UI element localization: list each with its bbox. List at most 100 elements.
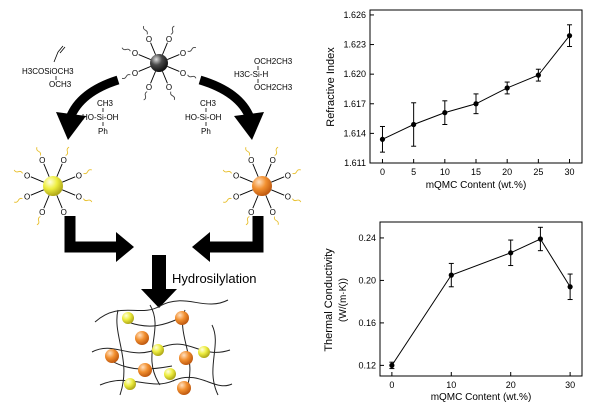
chart2-xlabel: mQMC Content (wt.%)	[431, 392, 532, 403]
network-node	[135, 331, 149, 345]
bond-line	[62, 176, 76, 183]
wavy-chain	[36, 147, 42, 156]
bond-line	[30, 176, 44, 183]
wavy-chain	[143, 91, 148, 101]
chart1-ylabel: Refractive Index	[325, 47, 337, 127]
bond-line	[265, 195, 272, 209]
oxygen-label: O	[76, 171, 82, 180]
oxygen-label: O	[180, 69, 186, 78]
bond-line	[167, 54, 180, 60]
network-node	[138, 363, 152, 377]
elbow-arrow-right	[208, 216, 264, 253]
network-node	[177, 381, 191, 395]
chart1-plot-frame	[369, 9, 583, 164]
wavy-chain	[223, 197, 232, 203]
wavy-chain	[36, 216, 41, 226]
chart2-ytick-label: 0.16	[358, 318, 376, 328]
vinyl-silane-reagent: H3COSiOCH3 OCH3	[22, 45, 74, 89]
chart2-ylabel-unit: (W/(m·K))	[338, 278, 349, 322]
core-sphere	[150, 54, 168, 72]
hydride-silane-reagent: OCH2CH3 H3C-Si-H OCH2CH3	[234, 57, 293, 92]
chart1-xtick-label: 10	[440, 167, 450, 177]
chart2-data-point	[389, 362, 395, 368]
bond-line	[43, 163, 50, 177]
bond-line	[30, 189, 44, 196]
bond-line	[252, 195, 259, 209]
oxygen-label: O	[39, 208, 45, 217]
oxygen-label: O	[166, 83, 172, 92]
wavy-chain	[292, 169, 301, 175]
down-arrow-head	[141, 289, 177, 308]
bond-line	[162, 42, 168, 55]
reagent-tl-line1: H3COSiOCH3	[22, 67, 74, 76]
chart1-xtick-label: 5	[411, 167, 416, 177]
oxygen-label: O	[76, 193, 82, 202]
curved-arrow-right	[198, 75, 255, 120]
bond-line	[43, 195, 50, 209]
chart2-xtick-label: 0	[389, 380, 394, 390]
reaction-label: Hydrosilylation	[172, 271, 257, 286]
oxygen-label: O	[61, 208, 67, 217]
chart2-xtick-label: 10	[446, 380, 456, 390]
oxygen-label: O	[180, 49, 186, 58]
network-node	[122, 312, 134, 324]
chart1-series-line	[382, 35, 570, 140]
bond-line	[271, 189, 285, 196]
silanol-right-mid: HO-Si-OH	[185, 113, 222, 122]
chart2-ytick-label: 0.24	[358, 233, 376, 243]
oxygen-label: O	[233, 171, 239, 180]
chart1-ytick-label: 1.626	[343, 10, 366, 20]
chart1-xlabel: mQMC Content (wt.%)	[426, 180, 527, 191]
arrow-head-left	[56, 112, 86, 140]
bond-line	[162, 71, 168, 84]
chart2-plot-frame	[379, 221, 583, 377]
reagent-tr-bottom: OCH2CH3	[254, 83, 293, 92]
network-node	[175, 311, 189, 325]
bond-line	[239, 189, 253, 196]
bond-line	[150, 42, 156, 55]
wavy-chain	[274, 146, 279, 156]
curved-arrow-left	[65, 75, 120, 120]
bond-line	[271, 176, 285, 183]
chart2-data-point	[537, 236, 544, 242]
chart1-data-point	[504, 85, 510, 91]
wavy-chain	[187, 46, 197, 52]
chart2-ylabel: Thermal Conductivity	[323, 248, 335, 352]
reagent-tl-line2: OCH3	[49, 80, 72, 89]
chart1-xtick-label: 15	[471, 167, 481, 177]
chart1-ytick-label: 1.620	[343, 69, 366, 79]
wavy-chain	[187, 74, 197, 79]
silanol-right-top: CH3	[200, 99, 217, 108]
network-node	[198, 346, 210, 358]
silanol-left-top: CH3	[97, 99, 114, 108]
oxygen-label: O	[270, 156, 276, 165]
chart1-xtick-label: 30	[565, 167, 575, 177]
oxygen-label: O	[24, 171, 30, 180]
oxygen-label: O	[132, 69, 138, 78]
chart1-ytick-label: 1.623	[343, 40, 366, 50]
chart1-xtick-label: 25	[533, 167, 543, 177]
chart1-data-point	[473, 101, 479, 107]
reagent-tr-mid: H3C-Si-H	[234, 70, 268, 79]
down-arrow-shaft	[152, 255, 166, 291]
oxygen-label: O	[39, 156, 45, 165]
chart1-data-point	[442, 110, 448, 116]
chart1-data-point	[535, 72, 541, 78]
oxygen-label: O	[248, 208, 254, 217]
wavy-chain	[13, 169, 23, 174]
wavy-chain	[245, 216, 250, 226]
chart2-data-point	[567, 284, 573, 290]
elbow-arrow-left	[64, 216, 118, 253]
oxygen-label: O	[285, 171, 291, 180]
oxygen-label: O	[166, 35, 172, 44]
silanol-right: CH3 HO-Si-OH Ph	[185, 99, 222, 136]
silanol-left-bottom: Ph	[98, 127, 108, 136]
wavy-chain	[245, 147, 251, 156]
reagent-tr-top: OCH2CH3	[254, 57, 293, 66]
